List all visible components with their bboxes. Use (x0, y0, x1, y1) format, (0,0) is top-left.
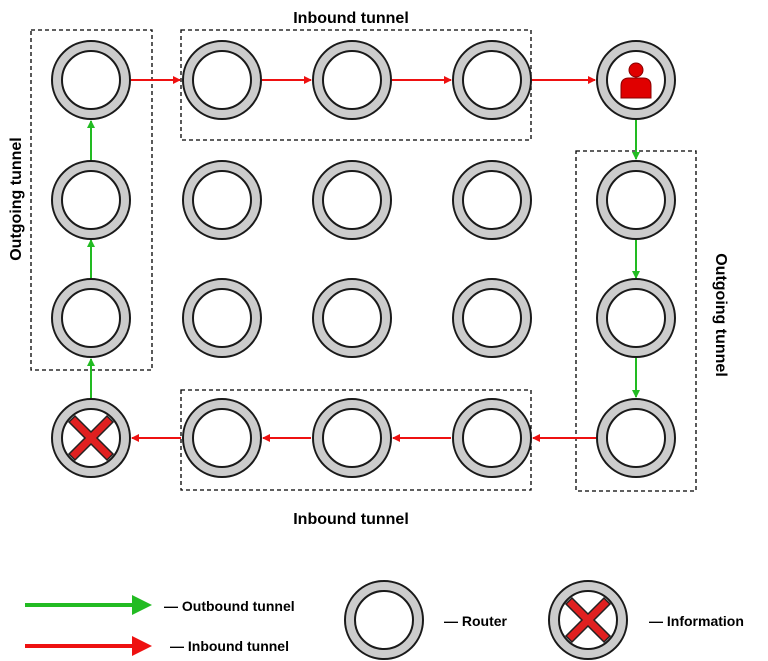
router-node (452, 278, 532, 358)
router-core (462, 50, 522, 110)
router-core (192, 408, 252, 468)
router-node (452, 398, 532, 478)
router-core (462, 288, 522, 348)
router-core (606, 170, 666, 230)
information-node (51, 398, 131, 478)
inbound-bottom-label: Inbound tunnel (293, 511, 409, 528)
arrows-layer (87, 76, 640, 442)
router-core (322, 288, 382, 348)
person-node (596, 40, 676, 120)
outgoing-right-label: Outgoing tunnel (712, 253, 729, 377)
legend-router-label: — Router (444, 613, 508, 629)
router-node (312, 278, 392, 358)
router-core (322, 408, 382, 468)
router-core (192, 170, 252, 230)
router-core (322, 170, 382, 230)
router-core (61, 50, 121, 110)
router-node (182, 278, 262, 358)
router-core (354, 590, 414, 650)
legend-outbound-label: — Outbound tunnel (164, 598, 295, 614)
router-node (312, 40, 392, 120)
nodes-layer (51, 40, 676, 478)
router-node (312, 398, 392, 478)
inbound-top-label: Inbound tunnel (293, 10, 409, 27)
legend-outbound-arrowhead (132, 595, 152, 615)
legend-router-icon (344, 580, 424, 660)
outgoing-left-label: Outgoing tunnel (8, 137, 25, 261)
router-core (462, 408, 522, 468)
cross-icon (67, 414, 115, 462)
router-node (51, 160, 131, 240)
router-node (51, 278, 131, 358)
router-core (192, 50, 252, 110)
router-core (606, 408, 666, 468)
legend-router-node (344, 580, 424, 660)
router-node (596, 278, 676, 358)
router-node (596, 160, 676, 240)
router-core (462, 170, 522, 230)
router-core (192, 288, 252, 348)
router-core (61, 170, 121, 230)
router-node (182, 40, 262, 120)
legend-inbound-label: — Inbound tunnel (170, 638, 289, 654)
router-core (606, 288, 666, 348)
legend: — Outbound tunnel — Inbound tunnel — Rou… (25, 580, 744, 660)
router-node (182, 160, 262, 240)
inbound-top-box (180, 29, 532, 141)
router-node (452, 160, 532, 240)
legend-inbound-arrowhead (132, 636, 152, 656)
cross-icon (564, 596, 612, 644)
router-core (322, 50, 382, 110)
legend-information-label: — Information (649, 613, 744, 629)
router-node (51, 40, 131, 120)
router-node (596, 398, 676, 478)
router-node (182, 398, 262, 478)
router-node (312, 160, 392, 240)
person-icon (620, 62, 652, 99)
router-node (452, 40, 532, 120)
legend-information-node (548, 580, 628, 660)
router-core (61, 288, 121, 348)
legend-information-icon (548, 580, 628, 660)
